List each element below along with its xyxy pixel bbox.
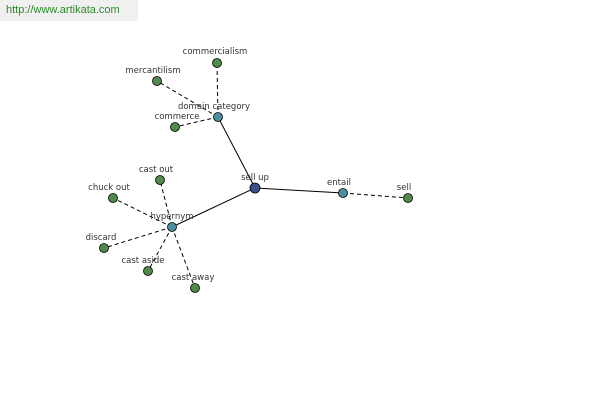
node-sell[interactable]: [403, 193, 413, 203]
edge-sell-up-domain-category: [217, 116, 256, 189]
node-label-entail[interactable]: entail: [327, 178, 351, 188]
edge-entail-sell: [342, 192, 409, 199]
node-commercialism[interactable]: [212, 58, 222, 68]
node-mercantilism[interactable]: [152, 76, 162, 86]
node-label-mercantilism[interactable]: mercantilism: [125, 66, 180, 76]
node-label-sell-up[interactable]: sell up: [241, 173, 269, 183]
watermark-link[interactable]: http://www.artikata.com: [0, 0, 138, 21]
node-chuck-out[interactable]: [108, 193, 118, 203]
graph-edges: [103, 62, 409, 289]
node-label-cast-out[interactable]: cast out: [139, 165, 174, 175]
edge-hypernym-cast-away: [171, 226, 196, 289]
node-label-sell[interactable]: sell: [397, 183, 411, 193]
node-label-cast-aside[interactable]: cast aside: [122, 256, 165, 266]
node-label-hypernym[interactable]: hypernym: [150, 212, 193, 222]
edge-hypernym-cast-out: [159, 179, 173, 228]
node-commerce[interactable]: [170, 122, 180, 132]
node-discard[interactable]: [99, 243, 109, 253]
node-cast-away[interactable]: [190, 283, 200, 293]
node-label-discard[interactable]: discard: [86, 233, 117, 243]
edge-hypernym-cast-aside: [147, 226, 173, 272]
edge-sell-up-hypernym: [171, 187, 256, 228]
node-sell-up[interactable]: [249, 182, 261, 194]
edge-domain-category-commerce: [174, 116, 219, 128]
edge-domain-category-commercialism: [216, 62, 219, 118]
node-label-chuck-out[interactable]: chuck out: [88, 183, 130, 193]
node-label-commercialism[interactable]: commercialism: [183, 47, 248, 57]
edge-domain-category-mercantilism: [156, 80, 219, 118]
graph-labels: sell up domain category hypernym entail comm…: [86, 47, 412, 283]
edge-hypernym-chuck-out: [112, 197, 173, 228]
node-cast-out[interactable]: [155, 175, 165, 185]
edge-sell-up-entail: [254, 187, 344, 194]
node-domain-category[interactable]: [213, 112, 223, 122]
graph-nodes: [99, 58, 413, 293]
node-label-domain-category[interactable]: domain category: [178, 102, 250, 112]
node-label-cast-away[interactable]: cast away: [172, 273, 215, 283]
node-label-commerce[interactable]: commerce: [155, 112, 200, 122]
node-hypernym[interactable]: [167, 222, 177, 232]
edge-hypernym-discard: [103, 226, 173, 249]
node-entail[interactable]: [338, 188, 348, 198]
node-cast-aside[interactable]: [143, 266, 153, 276]
